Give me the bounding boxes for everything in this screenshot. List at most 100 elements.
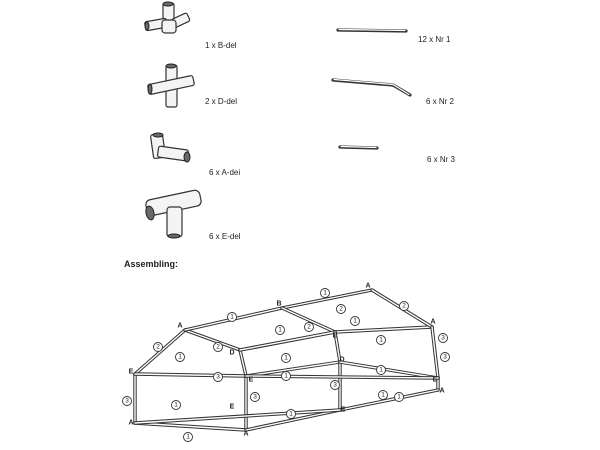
tube-number-two: 2 bbox=[399, 301, 409, 311]
tube-number-text: 3 bbox=[443, 354, 447, 361]
tube-number-three: 3 bbox=[250, 392, 260, 402]
frame-tube-highlight bbox=[339, 361, 439, 379]
tube-number-text: 2 bbox=[307, 324, 311, 331]
frame-tube-highlight bbox=[184, 329, 241, 351]
tube-number-three: 3 bbox=[122, 396, 132, 406]
connector-letter-a: A bbox=[243, 431, 248, 438]
tube-number-one: 1 bbox=[275, 325, 285, 335]
tube-number-one: 1 bbox=[281, 371, 291, 381]
tube-number-three: 3 bbox=[438, 333, 448, 343]
tube-number-circle bbox=[394, 392, 404, 402]
tube-number-circle bbox=[286, 409, 296, 419]
tube-number-text: 1 bbox=[230, 314, 234, 321]
tube-number-three: 3 bbox=[330, 380, 340, 390]
tube-number-circle bbox=[330, 380, 340, 390]
tube-number-circle bbox=[213, 372, 223, 382]
connector-letter-e: E bbox=[341, 407, 346, 414]
b-del-label: 1 x B-del bbox=[205, 41, 237, 50]
tube-number-one: 1 bbox=[376, 335, 386, 345]
connector-letter-a: A bbox=[439, 388, 444, 395]
tube-number-one: 1 bbox=[376, 365, 386, 375]
e-del-connector-icon bbox=[145, 189, 202, 239]
tube-number-circle bbox=[122, 396, 132, 406]
tube-number-text: 1 bbox=[397, 394, 401, 401]
nr3-rod-icon bbox=[338, 145, 379, 150]
tube-number-text: 2 bbox=[216, 344, 220, 351]
tube-number-text: 1 bbox=[284, 355, 288, 362]
connector-letter-d: D bbox=[229, 350, 234, 357]
connector-letter-a: A bbox=[365, 283, 370, 290]
tube-number-one: 1 bbox=[286, 409, 296, 419]
tube-number-text: 2 bbox=[402, 303, 406, 310]
a-del-label: 6 x A-dei bbox=[209, 168, 241, 177]
connector-letter-b: B bbox=[276, 301, 281, 308]
connector-letter-e: E bbox=[129, 369, 134, 376]
tube-number-circle bbox=[281, 353, 291, 363]
tube-number-text: 1 bbox=[289, 411, 293, 418]
tube-number-two: 2 bbox=[153, 342, 163, 352]
frame-tube-highlight bbox=[339, 389, 439, 411]
tube-number-text: 1 bbox=[278, 327, 282, 334]
tube-number-circle bbox=[175, 352, 185, 362]
tube-number-circle bbox=[183, 432, 193, 442]
tube-number-circle bbox=[376, 335, 386, 345]
d-del-connector-icon bbox=[147, 63, 195, 108]
frame-tube-highlight bbox=[245, 409, 341, 431]
tube-number-circle bbox=[438, 333, 448, 343]
tube-number-one: 1 bbox=[183, 432, 193, 442]
tube-number-one: 1 bbox=[394, 392, 404, 402]
tube-number-circle bbox=[171, 400, 181, 410]
tube-number-circle bbox=[320, 288, 330, 298]
tube-number-circle bbox=[399, 301, 409, 311]
tube-number-three: 3 bbox=[213, 372, 223, 382]
nr3-label: 6 x Nr 3 bbox=[427, 155, 456, 164]
nr1-label: 12 x Nr 1 bbox=[418, 35, 451, 44]
tube-number-text: 3 bbox=[253, 394, 257, 401]
tube-number-text: 1 bbox=[178, 354, 182, 361]
frame-tube-highlight bbox=[134, 329, 186, 375]
frame-tube-highlight bbox=[239, 349, 247, 377]
tube-number-circle bbox=[281, 371, 291, 381]
nr1-rod-icon bbox=[336, 28, 408, 33]
tube-number-one: 1 bbox=[227, 312, 237, 322]
frame-tube-highlight bbox=[245, 361, 341, 377]
tube-number-circle bbox=[213, 342, 223, 352]
frame-tube-highlight bbox=[334, 331, 341, 363]
tube-number-text: 2 bbox=[156, 344, 160, 351]
frame-tube-highlight bbox=[281, 307, 336, 333]
tube-number-text: 1 bbox=[284, 373, 288, 380]
connector-letter-a: A bbox=[430, 319, 435, 326]
tube-number-text: 1 bbox=[323, 290, 327, 297]
tube-number-text: 1 bbox=[379, 367, 383, 374]
connector-letter-e: E bbox=[433, 377, 438, 384]
tube-number-two: 2 bbox=[304, 322, 314, 332]
frame-tube-highlight bbox=[334, 326, 433, 333]
frame-tube-highlight bbox=[431, 326, 439, 379]
frame-tube-highlight bbox=[245, 375, 439, 379]
frame-tube-highlight bbox=[134, 409, 341, 424]
tube-number-two: 2 bbox=[213, 342, 223, 352]
connector-letter-e: E bbox=[230, 404, 235, 411]
frame-tube-highlight bbox=[134, 373, 247, 377]
tube-number-text: 3 bbox=[333, 382, 337, 389]
connector-letter-e: E bbox=[249, 377, 254, 384]
connector-letter-d: D bbox=[339, 357, 344, 364]
tube-number-circle bbox=[304, 322, 314, 332]
tube-number-text: 3 bbox=[441, 335, 445, 342]
tube-number-one: 1 bbox=[281, 353, 291, 363]
frame-tube-highlight bbox=[239, 331, 336, 351]
connector-letter-a: A bbox=[177, 323, 182, 330]
tube-number-circle bbox=[227, 312, 237, 322]
tube-number-circle bbox=[376, 365, 386, 375]
tube-number-three: 3 bbox=[440, 352, 450, 362]
tube-number-text: 3 bbox=[216, 374, 220, 381]
nr2-label: 6 x Nr 2 bbox=[426, 97, 455, 106]
tube-number-text: 1 bbox=[353, 318, 357, 325]
tube-number-circle bbox=[250, 392, 260, 402]
d-del-label: 2 x D-del bbox=[205, 97, 238, 106]
tube-number-circle bbox=[275, 325, 285, 335]
